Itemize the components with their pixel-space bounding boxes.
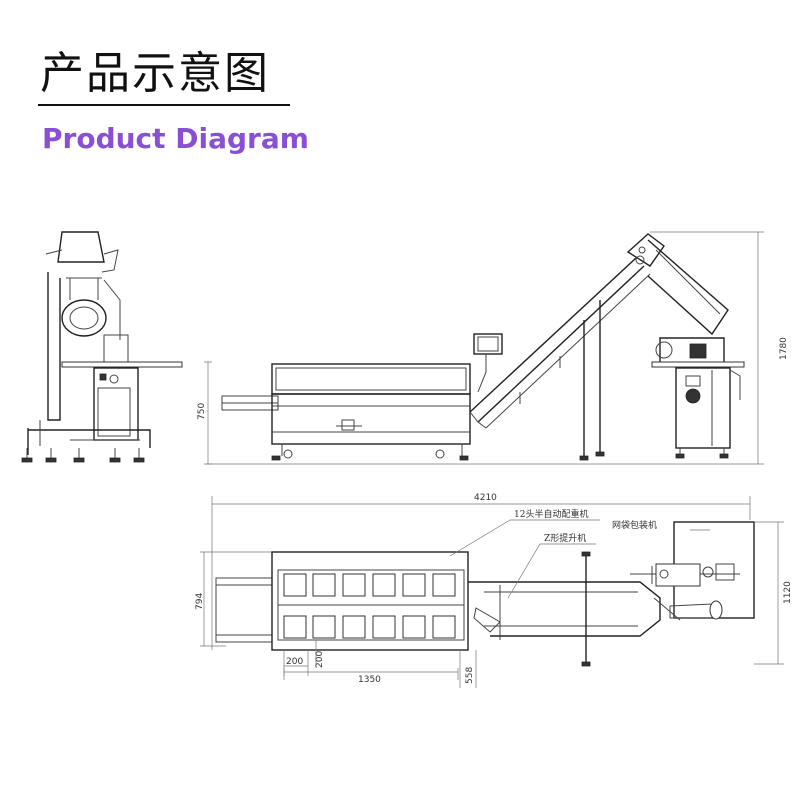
dim-794: 794: [195, 593, 205, 610]
dim-558: 558: [465, 667, 475, 684]
label-elevator: Z形提升机: [544, 532, 586, 544]
dim-200-vertical: 200: [315, 651, 325, 668]
title-underline: [38, 104, 290, 106]
page-title-cn: 产品示意图: [40, 48, 270, 99]
dim-4210: 4210: [474, 493, 497, 503]
dim-1120: 1120: [783, 581, 793, 604]
side-view-machine: [21, 231, 183, 463]
dim-750: 750: [197, 403, 207, 420]
dim-1350: 1350: [358, 675, 381, 685]
label-weigher: 12头半自动配重机: [514, 508, 588, 520]
dim-200-horizontal: 200: [286, 657, 303, 667]
front-view-machine: 750: [197, 231, 789, 465]
dim-1780: 1780: [779, 337, 789, 360]
label-packer: 网袋包装机: [612, 519, 657, 531]
top-view-layout: 4210 794 12头半自动配重机: [195, 493, 793, 688]
page-title-en: Product Diagram: [42, 122, 309, 155]
